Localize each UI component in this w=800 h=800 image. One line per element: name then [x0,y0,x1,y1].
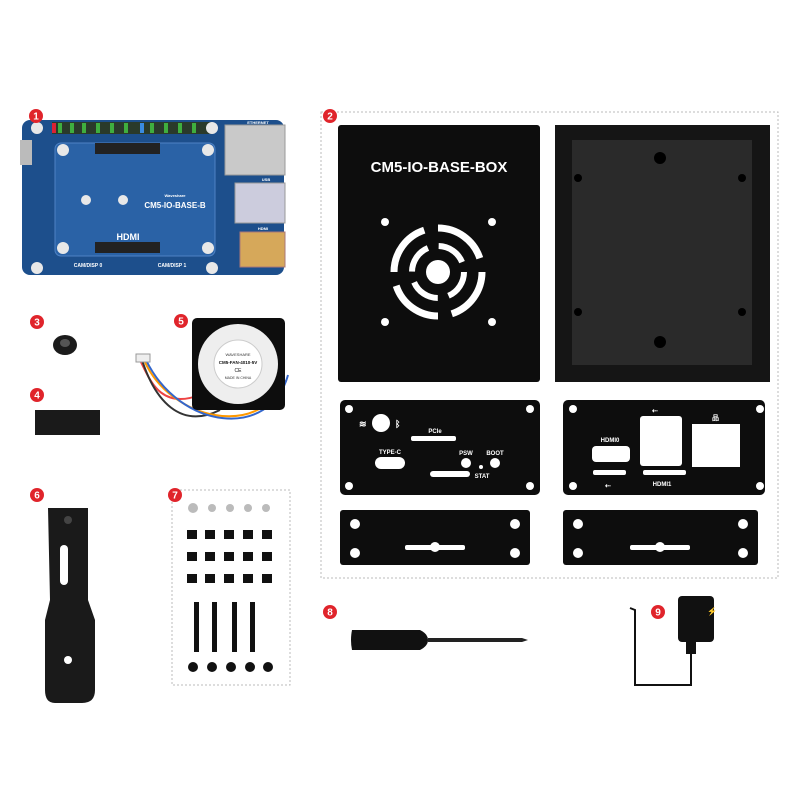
svg-text:9: 9 [655,608,661,619]
cam-disp-0-label: CAM/DISP 0 [74,263,103,269]
typec-label: TYPE-C [379,450,402,456]
fan-ce: CE [235,368,243,374]
rubber-grommet [53,335,77,355]
pcie-label: PCIe [428,429,442,435]
brand-logo-text: Waveshare [165,193,187,198]
badge-2: 2 [323,109,337,123]
ethernet-label: ETHERNET [247,120,269,125]
din-rail-bracket [45,508,95,703]
badge-9: 9 [651,605,665,619]
case-top-cover: CM5-IO-BASE-BOX [338,125,540,382]
rear-io-panel: HDMI0 HDMI1 ⇠ ⇠ 品 [563,400,765,495]
svg-text:4: 4 [34,391,40,402]
bluetooth-icon: ᛒ [395,419,400,429]
fan-brand: WAVESHARE [225,352,250,357]
screwdriver [351,630,528,650]
screw-set [187,503,273,672]
front-io-panel: ≋ ᛒ PCIe TYPE-C PSW BOOT STAT [340,400,540,495]
usb-label: USB [262,177,271,182]
screws-group-frame [171,489,291,686]
thermal-pad [35,410,100,435]
fan-model: CM5-FAN-4010-5V [219,360,258,365]
hdmi1-label: HDMI1 [653,482,672,488]
badge-1: 1 [29,109,43,123]
mounting-bracket-right [563,510,758,565]
badge-4: 4 [30,388,44,402]
stat-label: STAT [475,474,490,480]
fan-grille-icon [390,224,486,320]
case-title: CM5-IO-BASE-BOX [371,159,508,176]
psw-label: PSW [459,451,473,457]
board-name: CM5-IO-BASE-B [144,201,206,210]
hdmi0-label: HDMI0 [601,438,620,444]
badge-3: 3 [30,315,44,329]
charging-icon: ⚡ [707,606,717,616]
badge-7: 7 [168,488,182,502]
svg-text:3: 3 [34,318,40,329]
svg-text:2: 2 [327,112,333,123]
usb3-icon: ⇠ [652,408,658,415]
hdmi-port-label: HDMI [258,226,268,231]
cooling-fan: WAVESHARE CM5-FAN-4010-5V CE MADE IN CHI… [135,318,289,420]
svg-text:8: 8 [327,608,333,619]
badge-5: 5 [174,314,188,328]
svg-text:5: 5 [178,317,184,328]
wifi-icon: ≋ [359,419,367,429]
case-group-frame [320,111,779,579]
hdmi-logo: HDMI [117,232,140,242]
usb-icon: ⇠ [605,483,611,490]
power-adapter: ⚡ [629,596,717,686]
svg-text:1: 1 [33,112,39,123]
svg-text:7: 7 [172,491,178,502]
boot-label: BOOT [486,451,504,457]
cm5-io-base-b-board: Waveshare CM5-IO-BASE-B HDMI ETHERNET US… [20,120,286,275]
svg-text:6: 6 [34,491,40,502]
mounting-bracket-left [340,510,530,565]
cam-disp-1-label: CAM/DISP 1 [158,263,187,269]
ethernet-icon: 品 [712,413,719,422]
fan-origin: MADE IN CHINA [225,376,252,380]
badge-8: 8 [323,605,337,619]
case-bottom-shell [555,125,770,382]
badge-6: 6 [30,488,44,502]
